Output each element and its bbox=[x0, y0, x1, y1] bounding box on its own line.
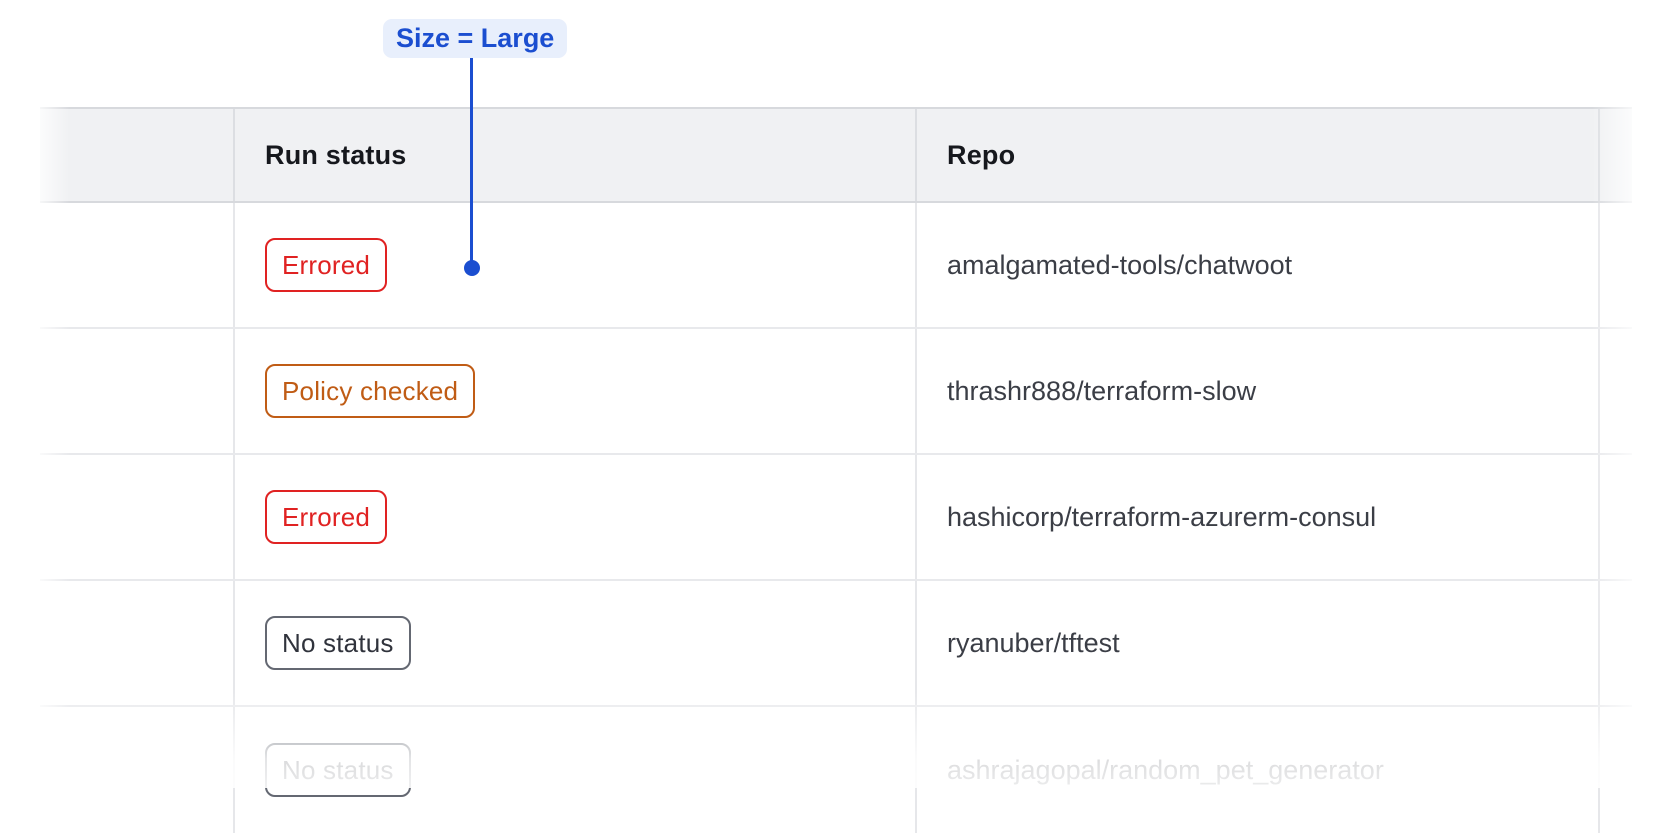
column-header-run-status: Run status bbox=[233, 109, 915, 201]
row-cell-repo: hashicorp/terraform-azurerm-consul bbox=[915, 455, 1598, 579]
row-cell-clipped bbox=[1598, 329, 1632, 453]
row-cell-run-status: No status bbox=[233, 581, 915, 705]
column-header-clipped bbox=[1598, 109, 1632, 201]
repo-name: ryanuber/tftest bbox=[947, 627, 1120, 658]
column-header-label: Repo bbox=[947, 139, 1016, 170]
annotation-pointer-line bbox=[470, 58, 473, 261]
row-cell-blank bbox=[40, 203, 233, 327]
column-header-blank bbox=[40, 109, 233, 201]
size-annotation-label: Size = Large bbox=[383, 19, 568, 58]
run-status-badge: Errored bbox=[265, 238, 388, 292]
row-cell-repo: ryanuber/tftest bbox=[915, 581, 1598, 705]
repo-name: hashicorp/terraform-azurerm-consul bbox=[947, 501, 1377, 532]
table-row[interactable]: Policy checked thrashr888/terraform-slow bbox=[40, 329, 1632, 455]
table-row[interactable]: Errored amalgamated-tools/chatwoot bbox=[40, 203, 1632, 329]
row-cell-clipped bbox=[1598, 581, 1632, 705]
run-status-badge: No status bbox=[265, 616, 411, 670]
row-cell-blank bbox=[40, 329, 233, 453]
row-cell-run-status: Errored bbox=[233, 203, 915, 327]
row-cell-clipped bbox=[1598, 203, 1632, 327]
column-header-repo: Repo bbox=[915, 109, 1598, 201]
column-header-label: Run status bbox=[265, 139, 407, 170]
run-status-badge: Policy checked bbox=[265, 364, 476, 418]
row-cell-repo: amalgamated-tools/chatwoot bbox=[915, 203, 1598, 327]
repo-name: ashrajagopal/random_pet_generator bbox=[947, 754, 1384, 785]
runs-table: Run status Repo Errored amalgamated-tool… bbox=[40, 107, 1632, 833]
row-cell-run-status: No status bbox=[233, 707, 915, 833]
row-cell-run-status: Errored bbox=[233, 455, 915, 579]
run-status-badge: No status bbox=[265, 743, 411, 797]
row-cell-repo: thrashr888/terraform-slow bbox=[915, 329, 1598, 453]
repo-name: thrashr888/terraform-slow bbox=[947, 375, 1257, 406]
annotation-pointer-dot bbox=[464, 260, 480, 276]
table-row[interactable]: Errored hashicorp/terraform-azurerm-cons… bbox=[40, 455, 1632, 581]
table-row[interactable]: No status ashrajagopal/random_pet_genera… bbox=[40, 707, 1632, 833]
row-cell-run-status: Policy checked bbox=[233, 329, 915, 453]
row-cell-blank bbox=[40, 581, 233, 705]
run-status-badge: Errored bbox=[265, 490, 388, 544]
row-cell-repo: ashrajagopal/random_pet_generator bbox=[915, 707, 1598, 833]
row-cell-blank bbox=[40, 707, 233, 833]
row-cell-clipped bbox=[1598, 455, 1632, 579]
row-cell-clipped bbox=[1598, 707, 1632, 833]
row-cell-blank bbox=[40, 455, 233, 579]
repo-name: amalgamated-tools/chatwoot bbox=[947, 249, 1293, 280]
table-header-row: Run status Repo bbox=[40, 107, 1632, 203]
table-row[interactable]: No status ryanuber/tftest bbox=[40, 581, 1632, 707]
